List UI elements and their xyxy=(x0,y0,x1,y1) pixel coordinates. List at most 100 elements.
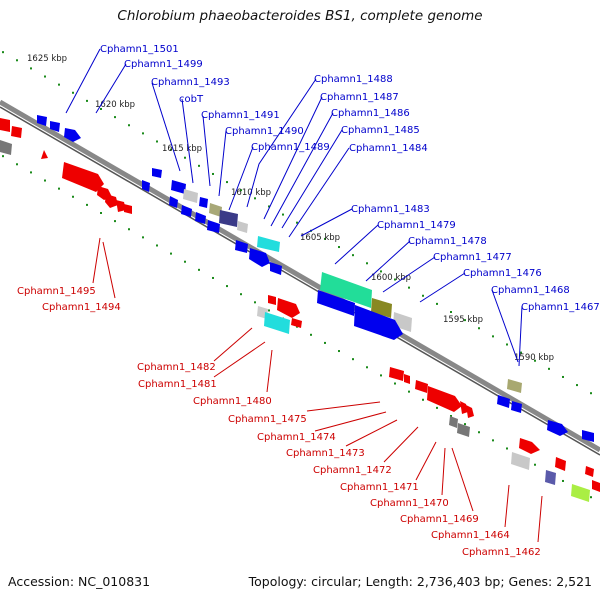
track-dot xyxy=(212,276,214,279)
gene-arrow xyxy=(511,401,522,413)
gene-arrow xyxy=(209,203,222,217)
gene-arrow xyxy=(183,189,198,203)
gene-label-cphamn1-1491: Cphamn1_1491 xyxy=(201,110,280,121)
gene-label-cphamn1-1483: Cphamn1_1483 xyxy=(351,204,430,215)
track-dot xyxy=(352,254,354,257)
track-dot xyxy=(464,319,466,322)
track-dot xyxy=(534,463,536,466)
gene-arrow xyxy=(37,115,47,126)
track-dot xyxy=(450,415,452,417)
scale-label-1590: 1590 kbp xyxy=(514,353,554,363)
forward-leader-lines xyxy=(65,48,523,367)
track-dot xyxy=(506,343,508,346)
gene-arrow xyxy=(62,162,104,192)
gene-arrow xyxy=(41,150,48,159)
track-dot xyxy=(380,270,382,273)
gene-arrow xyxy=(235,240,248,253)
gene-label-cphamn1-1494: Cphamn1_1494 xyxy=(42,302,121,313)
track-dot xyxy=(170,148,172,151)
track-dot xyxy=(240,189,242,192)
track-dot xyxy=(2,51,4,54)
track-dot xyxy=(268,309,270,312)
track-dot xyxy=(142,236,144,239)
track-dot xyxy=(296,221,298,224)
track-dot xyxy=(464,423,466,426)
scale-label-1615: 1615 kbp xyxy=(162,144,202,154)
gene-label-cphamn1-1485: Cphamn1_1485 xyxy=(341,125,420,136)
gene-arrow xyxy=(354,305,403,340)
track-dot xyxy=(590,496,592,499)
gene-label-cphamn1-1481: Cphamn1_1481 xyxy=(138,379,217,390)
gene-arrow xyxy=(547,420,568,436)
gene-label-cphamn1-1495: Cphamn1_1495 xyxy=(17,286,96,297)
track-dot xyxy=(240,293,242,296)
track-dot xyxy=(58,83,60,86)
track-dot xyxy=(436,406,438,409)
gene-arrow xyxy=(219,210,238,227)
gene-arrow xyxy=(124,204,132,214)
track-dot xyxy=(86,99,88,102)
gene-arrow xyxy=(592,480,600,492)
track-dot xyxy=(254,301,256,304)
track-dot xyxy=(394,278,396,281)
track-dot xyxy=(492,335,494,338)
gene-arrow xyxy=(427,386,462,412)
track-dot xyxy=(478,431,480,434)
track-dot xyxy=(30,67,32,70)
track-dot xyxy=(450,311,452,313)
reverse-gene-track xyxy=(0,118,600,502)
gene-label-cphamn1-1484: Cphamn1_1484 xyxy=(349,143,428,154)
gene-arrow xyxy=(11,126,22,138)
track-dot xyxy=(338,350,340,353)
track-dot xyxy=(86,203,88,206)
gene-label-cphamn1-1479: Cphamn1_1479 xyxy=(377,220,456,231)
gene-label-cphamn1-1473: Cphamn1_1473 xyxy=(286,448,365,459)
gene-arrow xyxy=(257,236,280,252)
gene-arrow xyxy=(571,484,590,502)
gene-arrow xyxy=(199,197,208,208)
track-dot xyxy=(338,246,340,249)
forward-gene-track xyxy=(37,115,594,442)
track-dot xyxy=(408,286,410,289)
gene-arrow xyxy=(585,466,594,477)
gene-arrow xyxy=(404,374,410,384)
track-dot xyxy=(156,244,158,247)
scale-label-1605: 1605 kbp xyxy=(300,233,340,243)
gene-label-cphamn1-1487: Cphamn1_1487 xyxy=(320,92,399,103)
gene-arrow xyxy=(466,405,474,418)
gene-arrow xyxy=(237,221,248,233)
gene-label-cphamn1-1478: Cphamn1_1478 xyxy=(408,236,487,247)
gene-label-cphamn1-1472: Cphamn1_1472 xyxy=(313,465,392,476)
gene-arrow xyxy=(519,438,540,454)
track-dot xyxy=(198,268,200,271)
track-dot xyxy=(114,220,116,223)
gene-arrow xyxy=(142,180,150,192)
gene-label-cphamn1-1468: Cphamn1_1468 xyxy=(491,285,570,296)
gene-arrow xyxy=(511,452,530,470)
track-dot xyxy=(492,439,494,442)
track-dot xyxy=(310,333,312,336)
track-dot xyxy=(478,327,480,330)
track-dot xyxy=(156,140,158,143)
gene-label-cobt: cobT xyxy=(179,94,204,105)
track-dot xyxy=(548,367,550,370)
track-dot xyxy=(72,91,74,94)
gene-arrow xyxy=(249,248,270,267)
track-dot xyxy=(380,374,382,377)
accession-text: Accession: NC_010831 xyxy=(8,574,151,589)
gene-label-cphamn1-1490: Cphamn1_1490 xyxy=(225,126,304,137)
gene-arrow xyxy=(0,118,10,132)
track-dot xyxy=(506,447,508,450)
track-dot xyxy=(226,285,228,288)
reverse-gene-labels: Cphamn1_1495 Cphamn1_1494 Cphamn1_1482 C… xyxy=(17,286,541,558)
gene-arrow xyxy=(268,295,276,305)
track-dot xyxy=(44,179,46,182)
gene-label-cphamn1-1480: Cphamn1_1480 xyxy=(193,396,272,407)
track-dot xyxy=(44,75,46,78)
genome-summary-text: Topology: circular; Length: 2,736,403 bp… xyxy=(248,574,592,589)
track-dot xyxy=(324,237,326,240)
forward-dot-track xyxy=(2,51,592,395)
track-dot xyxy=(394,382,396,385)
gene-arrow xyxy=(555,457,566,471)
